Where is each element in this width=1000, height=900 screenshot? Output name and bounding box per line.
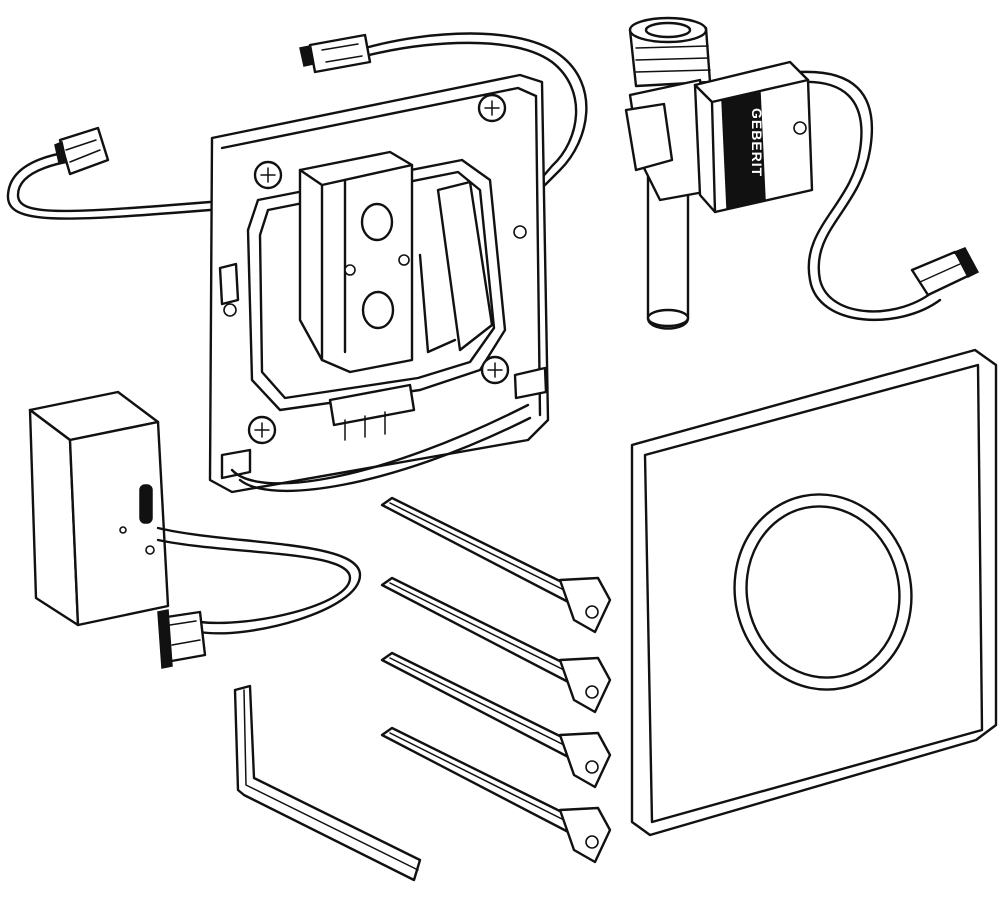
cover-plate: [630, 348, 998, 837]
power-supply-box: [28, 390, 362, 635]
top-cable-connector: [299, 33, 372, 74]
fixing-screw: [380, 726, 612, 864]
fixing-screw: [380, 576, 612, 714]
mounting-frame: [208, 73, 550, 494]
left-cable-connector: [54, 126, 110, 176]
fixing-screw: [380, 496, 612, 634]
power-cable-connector: [157, 609, 207, 669]
valve-cable-connector: [910, 247, 980, 297]
fixing-screws: [380, 496, 612, 864]
fixing-screw: [380, 651, 612, 789]
flush-button: [745, 505, 901, 679]
solenoid-valve: GEBERIT: [624, 16, 942, 330]
hex-key: [233, 684, 422, 882]
brand-label: GEBERIT: [749, 108, 765, 177]
